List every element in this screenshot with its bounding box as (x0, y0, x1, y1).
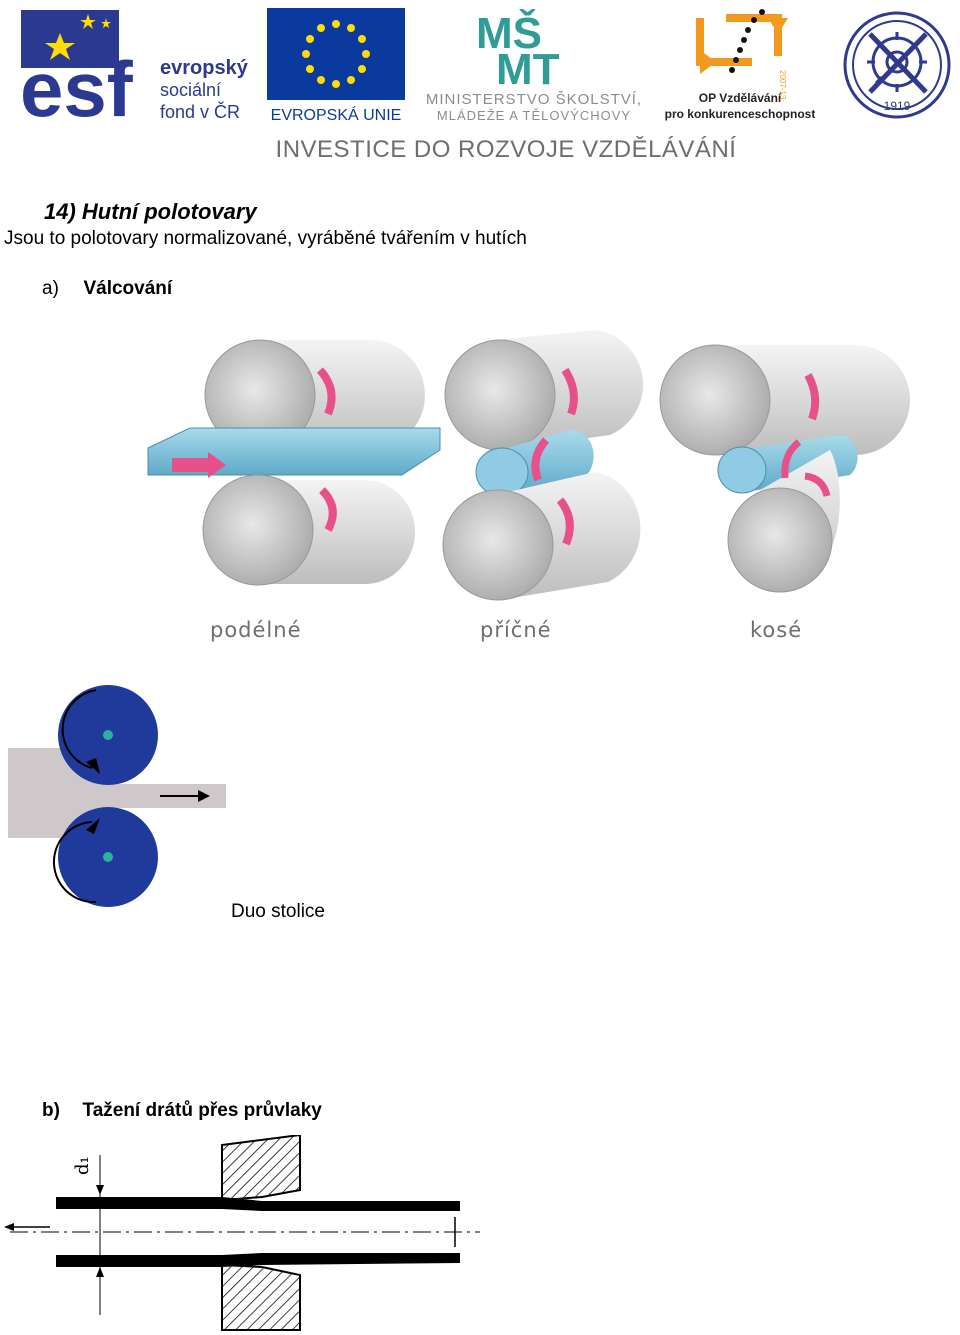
duo-caption: Duo stolice (231, 901, 325, 922)
wire-upper-wall (56, 1197, 460, 1211)
rotation-arrow-icon (556, 497, 574, 546)
cross-rolling-diagram (442, 330, 644, 601)
rolling-types-figure (147, 330, 910, 601)
op-dots-icon (729, 9, 765, 73)
dimension-label: d₁ (72, 1156, 93, 1175)
rotation-arrow-icon (561, 367, 578, 416)
section-a-heading: a) Válcování (42, 278, 172, 300)
banner-text: INVESTICE DO ROZVOJE VZDĚLÁVÁNÍ (275, 136, 737, 163)
wire-lower-wall (56, 1253, 460, 1267)
rotation-arrow-icon (316, 367, 336, 416)
esf-stars-icon (45, 14, 111, 60)
op-line2: pro konkurenceschopnost (665, 107, 816, 121)
esf-mark: esf (20, 45, 134, 126)
die-lower (221, 1263, 301, 1331)
rotation-arrow-icon (319, 487, 337, 532)
intro-text: Jsou to polotovary normalizované, vyrábě… (4, 228, 527, 249)
page-heading: 14) Hutní polotovary (44, 199, 257, 225)
eu-logo: EVROPSKÁ UNIE (267, 8, 405, 124)
op-line1: OP Vzdělávání (699, 91, 782, 105)
eu-label: EVROPSKÁ UNIE (271, 105, 402, 124)
msmt-logo: MŠ MT MINISTERSTVO ŠKOLSTVÍ, MLÁDEŽE A T… (426, 7, 642, 123)
eu-stars-icon (302, 20, 370, 88)
heading-title: Hutní polotovary (81, 199, 257, 224)
msmt-mark-bottom: MT (496, 45, 560, 94)
op-years: 2007-13 (778, 70, 787, 100)
lower-roll-axis (103, 852, 113, 862)
workpiece-strip (8, 748, 226, 838)
label-skew: kosé (750, 618, 803, 642)
label-longitudinal: podélné (210, 618, 302, 642)
upper-roll-axis (103, 730, 113, 740)
skew-rolling-diagram (659, 344, 910, 593)
longitudinal-rolling-diagram (147, 339, 441, 586)
section-a-label: a) (42, 278, 59, 299)
rotation-arrow-icon (804, 373, 820, 421)
section-b-title: Tažení drátů přes průvlaky (82, 1100, 322, 1121)
esf-line1: evropský (160, 57, 249, 79)
msmt-line1: MINISTERSTVO ŠKOLSTVÍ, (426, 91, 642, 108)
header-logos: esf evropský sociální fond v ČR EVROPSKÁ… (0, 0, 960, 170)
pull-arrow-icon (4, 1223, 14, 1231)
rotation-arrow-icon (781, 439, 802, 479)
rotation-arrow-icon (61, 689, 97, 769)
esf-logo: esf evropský sociální fond v ČR (20, 10, 249, 126)
section-a-title: Válcování (83, 278, 173, 299)
heading-number: 14) (44, 199, 76, 224)
feed-arrow-icon (172, 452, 226, 478)
wire-drawing-diagram: d₁ (4, 1135, 480, 1331)
section-b-heading: b) Tažení drátů přes průvlaky (42, 1100, 322, 1122)
hammers-icon (868, 32, 928, 94)
school-seal-logo: 1919 (843, 11, 951, 119)
rotation-arrow-icon (804, 472, 831, 497)
msmt-line2: MLÁDEŽE A TĚLOVÝCHOVY (437, 108, 631, 123)
seal-year: 1919 (884, 99, 911, 113)
esf-line3: fond v ČR (160, 101, 240, 122)
section-b-label: b) (42, 1100, 60, 1121)
label-cross: příčné (480, 618, 552, 642)
msmt-mark-top: MŠ (476, 7, 542, 58)
die-upper (221, 1135, 301, 1202)
duo-mill-diagram (8, 685, 226, 907)
rotation-arrow-icon (531, 437, 550, 482)
rotation-arrow-icon (53, 821, 97, 904)
esf-line2: sociální (160, 80, 221, 100)
op-logo: 2007-13 OP Vzdělávání pro konkurencescho… (665, 9, 816, 121)
